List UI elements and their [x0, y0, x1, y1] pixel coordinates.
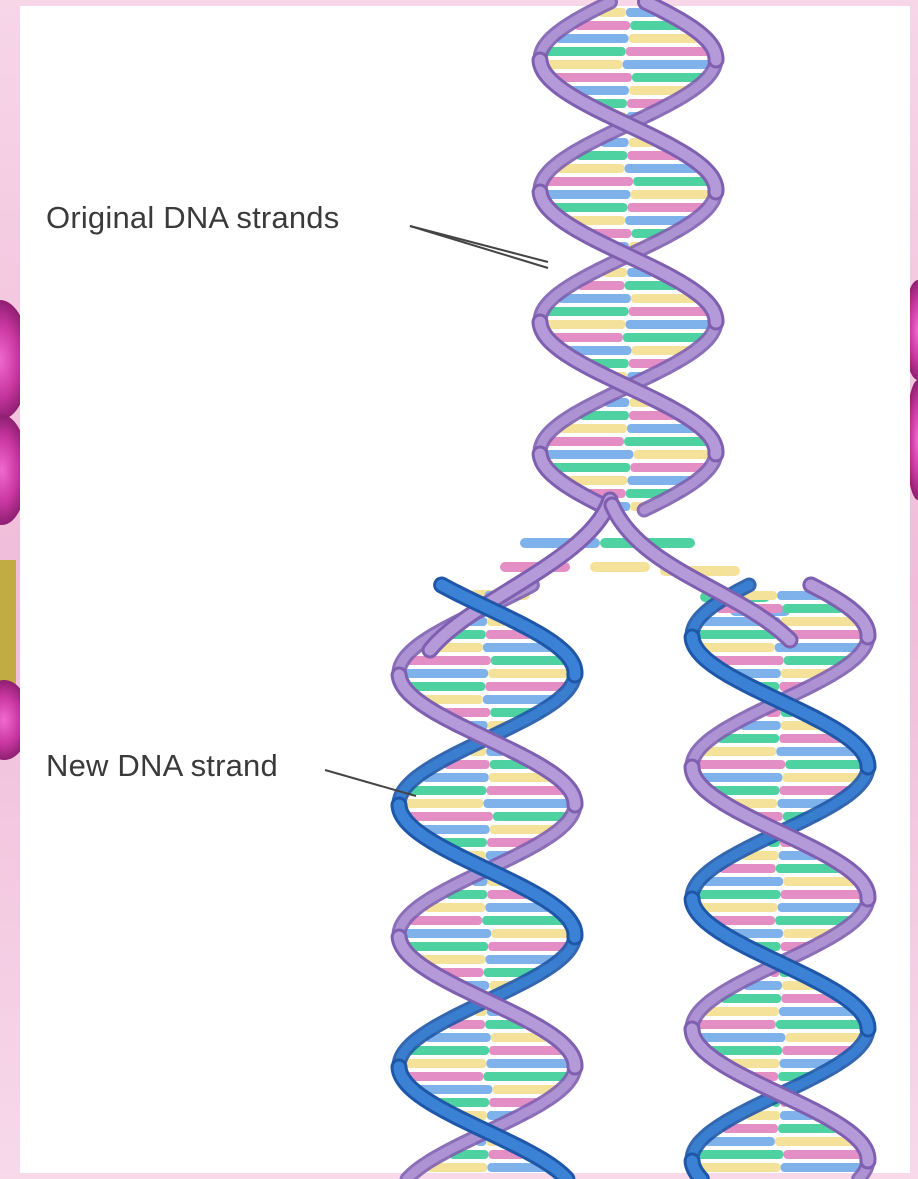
base-pair-right — [491, 656, 568, 665]
base-pair-right — [626, 47, 713, 56]
base-pair-left — [546, 437, 624, 446]
base-pair-left — [400, 929, 491, 938]
base-pair-left — [399, 669, 488, 678]
base-pair-left — [693, 760, 785, 769]
base-pair-right — [629, 307, 711, 316]
base-pair-left — [544, 47, 626, 56]
base-pair-left — [400, 799, 484, 808]
fork-base — [590, 562, 650, 572]
base-pair-left — [540, 450, 633, 459]
base-pair-right — [781, 890, 867, 899]
label-original-dna-strands: Original DNA strands — [46, 200, 339, 236]
original-strand — [399, 675, 575, 805]
base-pair-right — [779, 1007, 857, 1016]
base-pair-left — [693, 890, 780, 899]
base-pair-left — [693, 630, 778, 639]
base-pair-left — [694, 1020, 776, 1029]
base-pair-right — [486, 786, 566, 795]
base-pair-right — [483, 1072, 574, 1081]
base-pair-right — [482, 916, 566, 925]
base-pair-right — [626, 320, 716, 329]
pointer-line-original-2 — [410, 226, 548, 268]
base-pair-left — [540, 320, 626, 329]
base-pair-right — [483, 799, 574, 808]
base-pair-left — [406, 656, 491, 665]
base-pair-right — [624, 437, 710, 446]
base-pair-left — [540, 60, 623, 69]
base-pair-right — [775, 1137, 856, 1146]
base-pair-left — [407, 786, 486, 795]
base-pair-left — [544, 177, 633, 186]
label-new-dna-strand: New DNA strand — [46, 748, 278, 784]
base-pair-left — [694, 1150, 783, 1159]
base-pair-left — [400, 1059, 486, 1068]
base-pair-right — [489, 1046, 565, 1055]
base-pair-left — [408, 916, 482, 925]
base-pair-left — [558, 294, 631, 303]
base-pair-right — [778, 903, 868, 912]
base-pair-left — [540, 190, 630, 199]
base-pair-right — [633, 177, 712, 186]
base-pair-right — [486, 1059, 573, 1068]
base-pair-right — [781, 617, 860, 626]
base-pair-left — [409, 1046, 489, 1055]
base-pair-right — [488, 669, 574, 678]
base-pair-left — [705, 1137, 775, 1146]
base-pair-left — [692, 1033, 785, 1042]
base-pair-right — [776, 747, 858, 756]
base-pair-left — [702, 877, 783, 886]
base-pair-left — [556, 34, 629, 43]
base-pair-right — [630, 190, 716, 199]
base-pair-right — [785, 760, 867, 769]
base-pair-right — [776, 1020, 866, 1029]
base-pair-left — [702, 747, 777, 756]
base-pair-right — [491, 929, 574, 938]
base-pair-right — [784, 1150, 866, 1159]
base-pair-right — [781, 1163, 868, 1172]
base-pair-right — [623, 60, 716, 69]
base-pair-left — [703, 1007, 778, 1016]
base-pair-left — [545, 307, 629, 316]
base-pair-right — [633, 450, 715, 459]
base-pair-left — [692, 1163, 780, 1172]
